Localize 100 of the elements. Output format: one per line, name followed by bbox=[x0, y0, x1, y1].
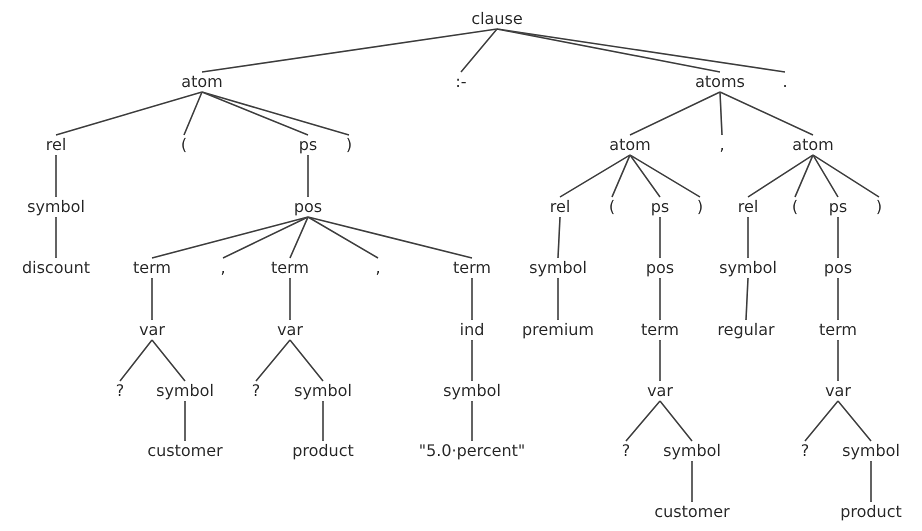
tree-branch-line bbox=[804, 400, 839, 442]
tree-branch-line bbox=[812, 154, 839, 198]
tree-node-label: atom bbox=[609, 135, 651, 155]
tree-node-label: ) bbox=[876, 197, 882, 217]
tree-node-label: "5.0·percent" bbox=[418, 441, 526, 461]
tree-branch-line bbox=[720, 91, 814, 136]
tree-branch-line bbox=[119, 340, 153, 382]
tree-node-label: rel bbox=[738, 197, 758, 217]
tree-node-label: symbol bbox=[842, 441, 900, 461]
tree-branch-line bbox=[471, 340, 473, 381]
tree-node-label: atoms bbox=[695, 72, 745, 92]
tree-branch-line bbox=[151, 278, 153, 320]
tree-node-label: ps bbox=[828, 197, 848, 217]
tree-node-label: regular bbox=[717, 320, 775, 340]
tree-node-label: term bbox=[819, 320, 857, 340]
tree-branch-line bbox=[630, 91, 720, 136]
tree-node-label: atom bbox=[792, 135, 834, 155]
tree-node-label: pos bbox=[294, 197, 322, 217]
tree-branch-line bbox=[308, 216, 378, 259]
tree-branch-line bbox=[870, 461, 872, 502]
tree-node-label: ( bbox=[608, 197, 616, 217]
tree-node-label: symbol bbox=[294, 381, 352, 401]
tree-node-label: ps bbox=[650, 197, 670, 217]
tree-node-label: ind bbox=[460, 320, 484, 340]
tree-branch-line bbox=[55, 155, 57, 197]
tree-branch-line bbox=[471, 401, 473, 441]
tree-branch-line bbox=[202, 91, 350, 136]
tree-branch-line bbox=[837, 340, 839, 381]
tree-node-label: var bbox=[647, 381, 673, 401]
tree-node-label: ( bbox=[180, 135, 188, 155]
tree-branch-line bbox=[611, 154, 631, 198]
tree-branch-line bbox=[659, 340, 661, 381]
tree-branch-line bbox=[837, 400, 872, 442]
tree-node-label: pos bbox=[646, 258, 674, 278]
tree-branch-line bbox=[289, 340, 324, 382]
tree-node-label: premium bbox=[522, 320, 594, 340]
tree-node-label: ps bbox=[298, 135, 318, 155]
tree-branch-line bbox=[837, 278, 839, 320]
tree-branch-line bbox=[151, 340, 186, 382]
tree-branch-line bbox=[630, 154, 700, 198]
tree-node-label: symbol bbox=[443, 381, 501, 401]
tree-branch-line bbox=[496, 28, 720, 73]
tree-branch-line bbox=[745, 278, 749, 320]
tree-branch-line bbox=[812, 154, 880, 198]
tree-branch-line bbox=[56, 91, 202, 136]
tree-node-label: term bbox=[133, 258, 171, 278]
tree-node-label: rel bbox=[550, 197, 570, 217]
tree-node-label: var bbox=[825, 381, 851, 401]
tree-node-label: pos bbox=[824, 258, 852, 278]
tree-node-label: symbol bbox=[529, 258, 587, 278]
tree-node-label: . bbox=[782, 72, 788, 92]
tree-node-label: symbol bbox=[27, 197, 85, 217]
tree-branch-line bbox=[748, 154, 814, 198]
tree-node-label: symbol bbox=[663, 441, 721, 461]
tree-node-label: term bbox=[641, 320, 679, 340]
tree-branch-line bbox=[691, 461, 693, 502]
tree-branch-line bbox=[496, 28, 786, 73]
tree-node-label: discount bbox=[22, 258, 90, 278]
tree-branch-line bbox=[222, 216, 308, 259]
tree-node-label: var bbox=[277, 320, 303, 340]
tree-branch-line bbox=[659, 400, 693, 442]
tree-branch-line bbox=[289, 278, 291, 320]
tree-node-label: customer bbox=[654, 502, 730, 522]
tree-node-label: ) bbox=[696, 197, 704, 217]
tree-branch-line bbox=[460, 28, 498, 73]
tree-node-label: , bbox=[220, 258, 226, 278]
tree-node-label: ? bbox=[800, 441, 810, 461]
tree-branch-line bbox=[308, 216, 472, 259]
tree-node-label: customer bbox=[147, 441, 223, 461]
tree-node-label: rel bbox=[46, 135, 66, 155]
tree-node-label: atom bbox=[181, 72, 223, 92]
tree-branch-line bbox=[289, 216, 309, 258]
tree-branch-line bbox=[659, 217, 661, 258]
tree-branch-line bbox=[471, 278, 473, 320]
tree-node-label: ? bbox=[252, 381, 260, 401]
tree-branch-line bbox=[322, 401, 324, 441]
tree-branch-line bbox=[557, 278, 559, 320]
tree-branch-line bbox=[557, 216, 561, 258]
tree-branch-line bbox=[255, 339, 291, 382]
tree-node-label: :- bbox=[455, 72, 467, 92]
tree-branch-line bbox=[659, 278, 661, 320]
tree-node-label: product bbox=[292, 441, 354, 461]
tree-branch-line bbox=[202, 91, 308, 136]
tree-node-label: ? bbox=[116, 381, 124, 401]
tree-branch-line bbox=[560, 154, 630, 198]
tree-branch-line bbox=[629, 154, 661, 198]
tree-branch-line bbox=[152, 216, 308, 259]
tree-node-label: symbol bbox=[156, 381, 214, 401]
tree-node-label: term bbox=[271, 258, 309, 278]
tree-node-label: , bbox=[375, 258, 381, 278]
tree-branch-line bbox=[55, 217, 57, 258]
tree-branch-line bbox=[837, 217, 839, 258]
tree-branch-line bbox=[184, 401, 186, 441]
tree-node-label: ? bbox=[622, 441, 630, 461]
tree-branch-line bbox=[747, 217, 749, 258]
tree-node-label: clause bbox=[471, 9, 523, 29]
tree-branch-line bbox=[625, 400, 661, 442]
tree-node-label: term bbox=[453, 258, 491, 278]
tree-branch-line bbox=[307, 155, 309, 197]
tree-node-label: ) bbox=[346, 135, 352, 155]
